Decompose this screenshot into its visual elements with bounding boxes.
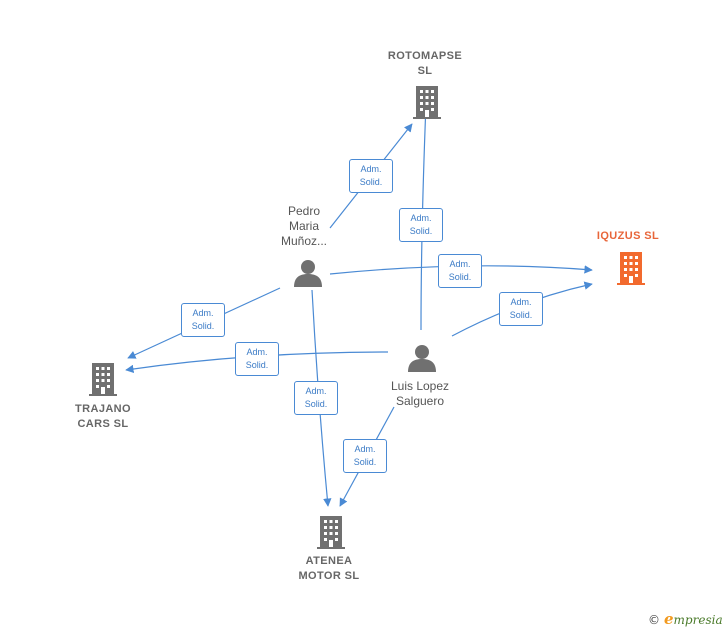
person-icon[interactable] xyxy=(292,258,324,288)
edge-label-pedro-rotomapse[interactable]: Adm.Solid. xyxy=(349,159,393,193)
building-icon[interactable] xyxy=(316,514,346,550)
edge-label-pedro-atenea[interactable]: Adm.Solid. xyxy=(294,381,338,415)
person-icon[interactable] xyxy=(406,343,438,373)
edge-label-luis-trajano[interactable]: Adm.Solid. xyxy=(235,342,279,376)
brand-name: mpresia xyxy=(673,613,723,627)
copyright-symbol: © xyxy=(648,613,660,627)
edge-label-luis-iquzus[interactable]: Adm.Solid. xyxy=(499,292,543,326)
building-icon[interactable] xyxy=(412,84,442,120)
node-trajano-label[interactable]: TRAJANO CARS SL xyxy=(75,403,131,430)
building-icon[interactable] xyxy=(616,250,646,286)
brand-logo: © empresia xyxy=(648,610,723,628)
edge-label-luis-atenea[interactable]: Adm.Solid. xyxy=(343,439,387,473)
edge-label-luis-rotomapse[interactable]: Adm.Solid. xyxy=(399,208,443,242)
brand-initial: e xyxy=(664,610,674,628)
edge-label-pedro-trajano[interactable]: Adm.Solid. xyxy=(181,303,225,337)
node-rotomapse-label[interactable]: ROTOMAPSE SL xyxy=(387,50,463,77)
building-icon[interactable] xyxy=(88,361,118,397)
node-luis-label[interactable]: Luis Lopez Salguero xyxy=(390,379,450,408)
node-iquzus-label[interactable]: IQUZUS SL xyxy=(596,230,660,242)
node-atenea-label[interactable]: ATENEA MOTOR SL xyxy=(298,555,360,582)
node-pedro-label[interactable]: Pedro Maria Muñoz... xyxy=(280,204,328,248)
edge-label-pedro-iquzus[interactable]: Adm.Solid. xyxy=(438,254,482,288)
